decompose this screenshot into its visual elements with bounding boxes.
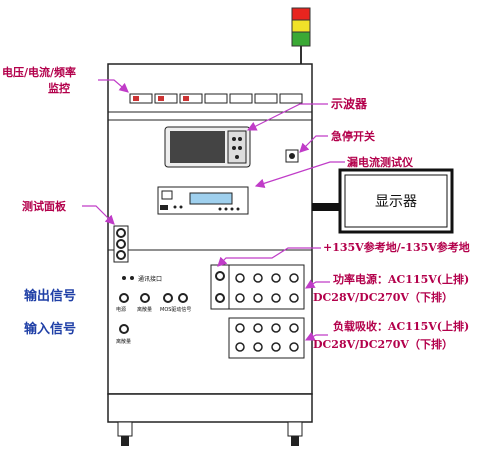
input-signal-label: 输入信号 [24,321,76,337]
reference-ground-terminals [210,264,230,310]
emergency-stop-label: 急停开关 [331,129,375,143]
display-label: 显示器 [375,194,417,210]
power-supply-terminals [228,264,305,310]
vif-monitor-label-line2: 监控 [48,81,70,95]
load-absorb-label-line1: 负载吸收：AC115V(上排) [333,319,469,333]
load-absorb-label-line2: DC28V/DC270V（下排） [313,337,453,351]
leakage-tester-label: 漏电流测试仪 [347,155,414,169]
display-monitor: 显示器 [312,168,454,234]
discrete-label: 离散量 [137,306,152,313]
output-signal-label: 输出信号 [24,288,76,304]
discrete-in-label: 离散量 [116,338,131,345]
meter-row [129,93,303,104]
emergency-stop-button [285,149,299,163]
oscilloscope-device [164,126,251,168]
test-panel-sockets [113,225,129,263]
casters [117,421,303,446]
oscilloscope-label: 示波器 [330,96,368,111]
serial-port-label: 通讯接口 [138,275,162,283]
cabinet-body [107,63,313,423]
output-signal-panel: 通讯接口 电源 离散量 MOS驱动信号 [116,275,191,313]
input-signal-panel: 离散量 [116,324,131,345]
load-absorb-terminals [228,317,305,359]
callout-arrows [82,79,345,341]
test-panel-label: 测试面板 [22,199,67,213]
power-label: 电源 [116,306,126,313]
vif-monitor-label-line1: 电压/电流/频率 [2,65,76,79]
mos-switch-label: MOS驱动信号 [160,306,191,313]
power-supply-label-line2: DC28V/DC270V（下排） [313,290,453,304]
reference-ground-label: +135V参考地/-135V参考地 [323,240,470,254]
leakage-tester-device [157,186,249,215]
power-supply-label-line1: 功率电源：AC115V(上排) [333,272,469,286]
